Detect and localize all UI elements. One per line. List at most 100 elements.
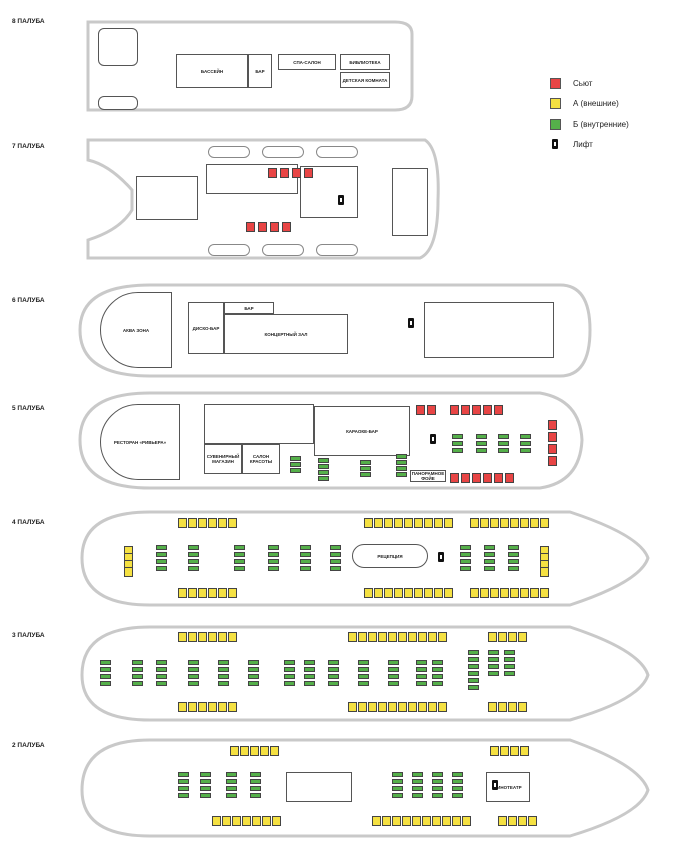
cabin-outer[interactable] — [434, 588, 443, 598]
cabin-inner[interactable] — [392, 772, 403, 777]
cabin-inner[interactable] — [188, 681, 199, 686]
cabin-inner[interactable] — [504, 650, 515, 655]
cabin-inner[interactable] — [234, 566, 245, 571]
cabin-outer[interactable] — [540, 588, 549, 598]
cabin-suite[interactable] — [270, 222, 279, 232]
cabin-inner[interactable] — [412, 786, 423, 791]
cabin-outer[interactable] — [378, 702, 387, 712]
cabin-inner[interactable] — [488, 650, 499, 655]
cabin-outer[interactable] — [374, 518, 383, 528]
cabin-inner[interactable] — [188, 552, 199, 557]
cabin-inner[interactable] — [328, 674, 339, 679]
cabin-inner[interactable] — [248, 667, 259, 672]
cabin-outer[interactable] — [232, 816, 241, 826]
cabin-inner[interactable] — [156, 559, 167, 564]
cabin-suite[interactable] — [494, 405, 503, 415]
cabin-suite[interactable] — [494, 473, 503, 483]
cabin-outer[interactable] — [394, 518, 403, 528]
cabin-outer[interactable] — [242, 816, 251, 826]
cabin-inner[interactable] — [468, 678, 479, 683]
cabin-inner[interactable] — [178, 786, 189, 791]
cabin-inner[interactable] — [248, 674, 259, 679]
cabin-inner[interactable] — [330, 559, 341, 564]
cabin-inner[interactable] — [468, 671, 479, 676]
cabin-inner[interactable] — [484, 559, 495, 564]
cabin-inner[interactable] — [132, 674, 143, 679]
cabin-inner[interactable] — [468, 664, 479, 669]
cabin-suite[interactable] — [548, 432, 557, 442]
cabin-outer[interactable] — [438, 632, 447, 642]
cabin-inner[interactable] — [100, 681, 111, 686]
cabin-suite[interactable] — [461, 473, 470, 483]
cabin-outer[interactable] — [510, 518, 519, 528]
cabin-suite[interactable] — [548, 420, 557, 430]
cabin-inner[interactable] — [328, 667, 339, 672]
cabin-inner[interactable] — [100, 667, 111, 672]
cabin-outer[interactable] — [398, 632, 407, 642]
cabin-inner[interactable] — [452, 448, 463, 453]
cabin-inner[interactable] — [218, 667, 229, 672]
cabin-outer[interactable] — [262, 816, 271, 826]
cabin-inner[interactable] — [468, 657, 479, 662]
cabin-inner[interactable] — [188, 566, 199, 571]
cabin-suite[interactable] — [304, 168, 313, 178]
cabin-suite[interactable] — [416, 405, 425, 415]
cabin-suite[interactable] — [548, 456, 557, 466]
cabin-outer[interactable] — [488, 632, 497, 642]
cabin-outer[interactable] — [444, 518, 453, 528]
cabin-inner[interactable] — [156, 566, 167, 571]
cabin-outer[interactable] — [498, 632, 507, 642]
cabin-outer[interactable] — [198, 588, 207, 598]
cabin-inner[interactable] — [234, 545, 245, 550]
cabin-inner[interactable] — [432, 772, 443, 777]
cabin-inner[interactable] — [304, 674, 315, 679]
cabin-inner[interactable] — [412, 779, 423, 784]
cabin-suite[interactable] — [258, 222, 267, 232]
cabin-inner[interactable] — [248, 660, 259, 665]
cabin-inner[interactable] — [330, 545, 341, 550]
cabin-outer[interactable] — [348, 702, 357, 712]
cabin-inner[interactable] — [498, 448, 509, 453]
cabin-outer[interactable] — [418, 632, 427, 642]
cabin-outer[interactable] — [422, 816, 431, 826]
cabin-inner[interactable] — [488, 657, 499, 662]
cabin-inner[interactable] — [412, 793, 423, 798]
cabin-inner[interactable] — [432, 674, 443, 679]
cabin-inner[interactable] — [452, 441, 463, 446]
cabin-outer[interactable] — [540, 518, 549, 528]
cabin-inner[interactable] — [156, 674, 167, 679]
cabin-inner[interactable] — [304, 667, 315, 672]
cabin-inner[interactable] — [498, 434, 509, 439]
cabin-inner[interactable] — [460, 552, 471, 557]
cabin-outer[interactable] — [510, 588, 519, 598]
cabin-outer[interactable] — [384, 518, 393, 528]
cabin-inner[interactable] — [188, 674, 199, 679]
cabin-inner[interactable] — [284, 681, 295, 686]
cabin-outer[interactable] — [218, 518, 227, 528]
cabin-inner[interactable] — [328, 660, 339, 665]
cabin-inner[interactable] — [268, 545, 279, 550]
cabin-inner[interactable] — [358, 674, 369, 679]
cabin-inner[interactable] — [188, 660, 199, 665]
cabin-inner[interactable] — [284, 660, 295, 665]
cabin-outer[interactable] — [508, 632, 517, 642]
cabin-outer[interactable] — [188, 702, 197, 712]
cabin-outer[interactable] — [498, 702, 507, 712]
cabin-outer[interactable] — [124, 567, 133, 577]
cabin-inner[interactable] — [328, 681, 339, 686]
cabin-outer[interactable] — [518, 816, 527, 826]
cabin-inner[interactable] — [476, 448, 487, 453]
cabin-inner[interactable] — [188, 545, 199, 550]
cabin-outer[interactable] — [228, 632, 237, 642]
cabin-outer[interactable] — [198, 518, 207, 528]
cabin-inner[interactable] — [250, 779, 261, 784]
cabin-outer[interactable] — [540, 567, 549, 577]
cabin-inner[interactable] — [218, 660, 229, 665]
cabin-outer[interactable] — [480, 518, 489, 528]
cabin-suite[interactable] — [461, 405, 470, 415]
cabin-inner[interactable] — [432, 779, 443, 784]
cabin-inner[interactable] — [460, 545, 471, 550]
cabin-outer[interactable] — [508, 816, 517, 826]
cabin-suite[interactable] — [472, 405, 481, 415]
cabin-outer[interactable] — [372, 816, 381, 826]
